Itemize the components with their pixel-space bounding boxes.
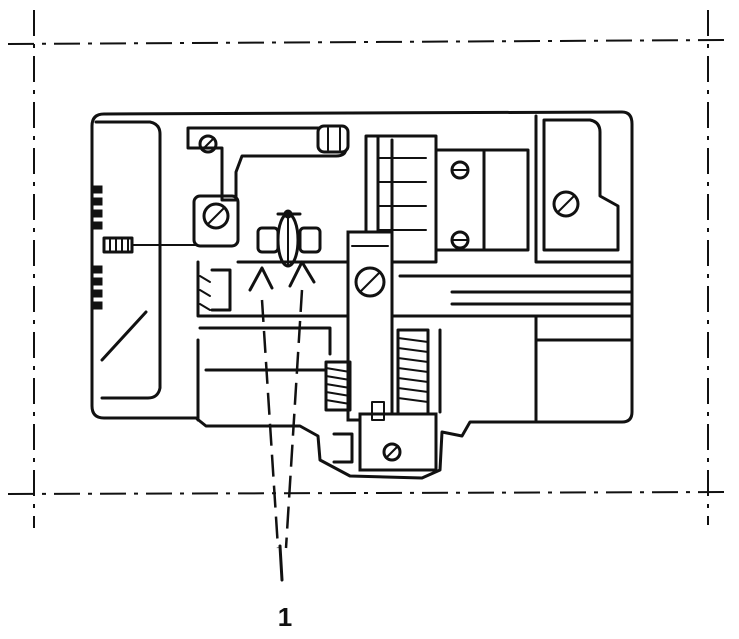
lower-ledge bbox=[196, 338, 328, 422]
leader-stem bbox=[278, 544, 284, 582]
pivot-block bbox=[192, 194, 240, 248]
arrows bbox=[248, 260, 316, 292]
housing-outline bbox=[90, 110, 634, 480]
main-shaft bbox=[196, 260, 634, 318]
spring-right bbox=[396, 328, 430, 416]
frame-bottom-line bbox=[7, 491, 731, 495]
right-block bbox=[534, 114, 632, 264]
housing bbox=[90, 110, 634, 480]
upper-bracket bbox=[186, 124, 350, 202]
clamp-screw bbox=[382, 442, 402, 462]
left-block-chamfer bbox=[100, 310, 148, 362]
spool-assembly bbox=[256, 209, 322, 268]
guide-plate-right bbox=[434, 148, 530, 252]
shaft-grooves bbox=[450, 290, 634, 306]
leader-left bbox=[260, 299, 280, 549]
lower-frame bbox=[196, 314, 632, 422]
guide-plate-left bbox=[364, 134, 438, 264]
clamp-tab bbox=[332, 432, 354, 464]
right-block-inner bbox=[542, 118, 620, 252]
callout-label-1: 1 bbox=[277, 602, 293, 632]
arrow-left bbox=[248, 266, 274, 292]
shaft-collar bbox=[210, 268, 232, 312]
arrow-right bbox=[288, 260, 316, 288]
right-block-screw bbox=[552, 190, 580, 218]
lower-right-divider bbox=[534, 314, 632, 422]
boundary-frame bbox=[7, 10, 731, 528]
central-pivot bbox=[192, 194, 322, 292]
lower-step bbox=[198, 326, 332, 356]
pivot-screw bbox=[202, 202, 230, 230]
lower-clamp bbox=[332, 401, 438, 472]
guide-plates bbox=[364, 134, 530, 264]
bracket-screw-right bbox=[316, 124, 350, 154]
left-slots bbox=[91, 185, 103, 310]
left-screw bbox=[102, 236, 197, 254]
left-block bbox=[94, 120, 162, 400]
right-block-outline bbox=[534, 114, 632, 264]
bracket-screw-left bbox=[198, 134, 218, 154]
frame-top-line bbox=[7, 39, 731, 45]
callout-leaders bbox=[260, 289, 304, 582]
slider-arm bbox=[346, 230, 394, 422]
spring-left bbox=[324, 360, 352, 412]
shaft-lower-edge bbox=[196, 260, 634, 318]
slider-body bbox=[346, 230, 394, 422]
leader-right bbox=[284, 289, 304, 549]
clamp-body bbox=[358, 412, 438, 472]
